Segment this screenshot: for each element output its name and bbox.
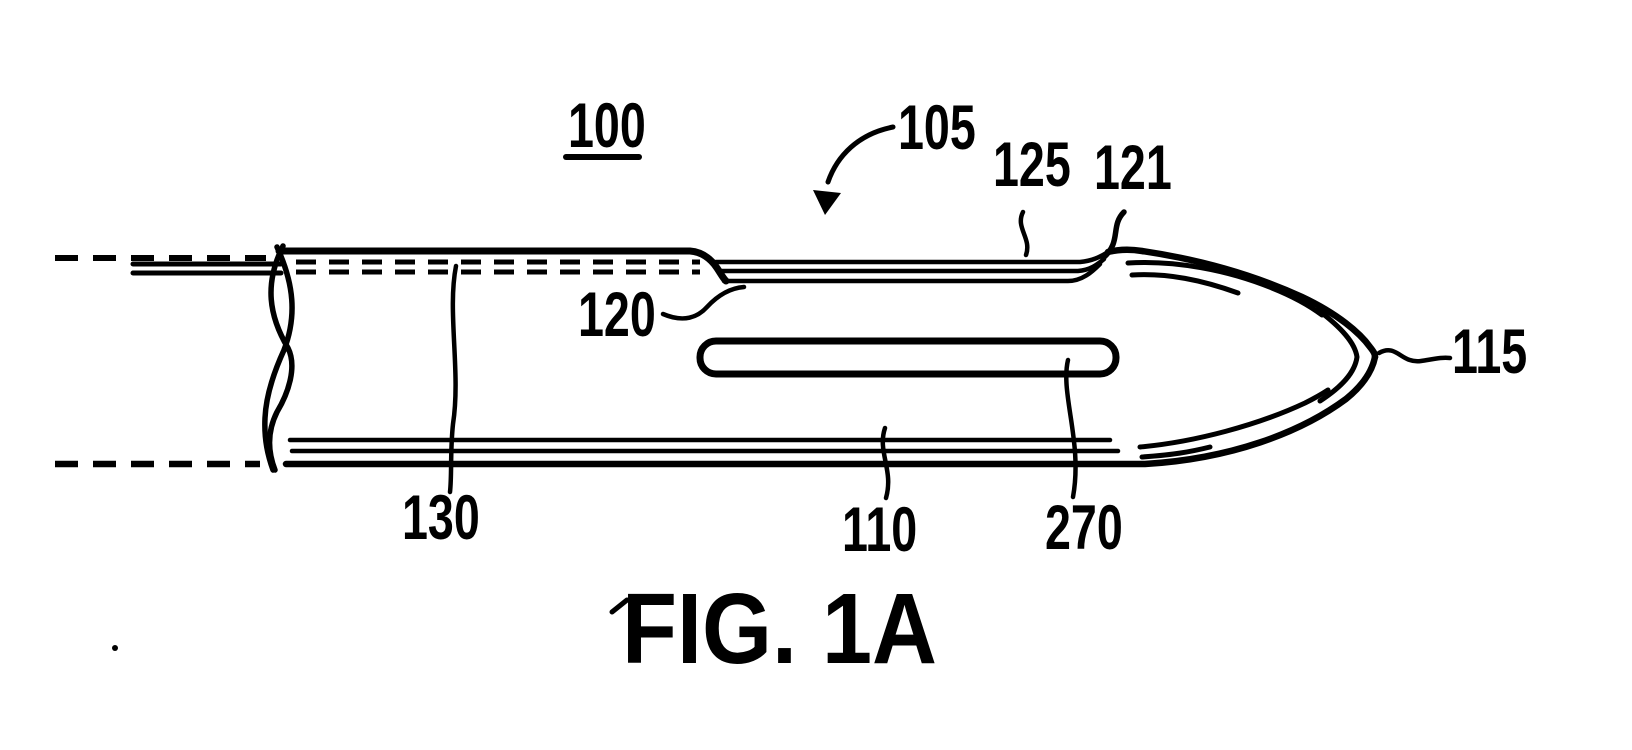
inner-member-lines xyxy=(130,261,284,276)
leader-lines xyxy=(447,209,1453,501)
stray-marks xyxy=(112,597,630,651)
ref-label-121: 121 xyxy=(1094,133,1172,203)
leader-line-125 xyxy=(1018,209,1030,258)
leader-line-270 xyxy=(1064,357,1078,500)
leader-line-110 xyxy=(880,425,891,501)
slot-opening xyxy=(696,337,1120,378)
figure-caption: FIG. 1A xyxy=(622,573,938,685)
leader-line-130 xyxy=(447,263,459,495)
leader-line-121 xyxy=(1100,209,1127,261)
ref-label-100: 100 xyxy=(568,91,646,161)
ref-label-125: 125 xyxy=(993,130,1071,200)
sheath-body-outline xyxy=(275,247,1379,468)
ref-label-105: 105 xyxy=(898,93,976,163)
ref-label-270: 270 xyxy=(1045,493,1123,563)
ref-label-130: 130 xyxy=(402,483,480,553)
break-symbol xyxy=(262,243,295,473)
ref-label-115: 115 xyxy=(1452,317,1528,387)
hidden-edge-dashed-lines xyxy=(55,255,700,468)
ref-label-110: 110 xyxy=(842,495,918,565)
ref-label-120: 120 xyxy=(578,280,656,350)
reference-arrow-105 xyxy=(813,124,896,215)
recessed-section-lines xyxy=(713,249,1111,284)
leader-line-115 xyxy=(1376,348,1453,364)
leader-line-120 xyxy=(660,284,747,321)
tip-outline xyxy=(1104,246,1379,460)
